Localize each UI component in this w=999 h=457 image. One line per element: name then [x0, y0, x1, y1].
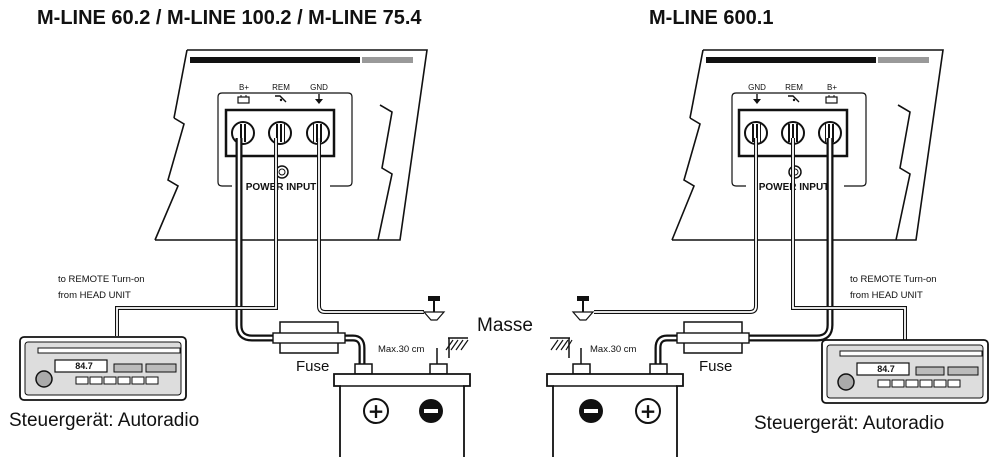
right-remote-note-line1: to REMOTE Turn-on — [850, 274, 937, 285]
left-remote-wire — [115, 138, 278, 336]
right-amplifier-body — [671, 49, 944, 241]
right-fuse-label: Fuse — [699, 358, 732, 375]
right-ground-screw-icon — [571, 296, 595, 321]
left-max-length-label: Max.30 cm — [378, 344, 425, 355]
right-head-unit-caption: Steuergerät: Autoradio — [754, 413, 944, 434]
right-battery-plus: + — [640, 399, 657, 423]
left-ground-screw-icon — [422, 296, 446, 321]
right-ground-wire — [571, 138, 758, 321]
right-remote-wire — [791, 138, 907, 340]
left-title: M-LINE 60.2 / M-LINE 100.2 / M-LINE 75.4 — [37, 7, 422, 29]
right-title: M-LINE 600.1 — [649, 7, 773, 29]
remote-switch-icon — [788, 95, 800, 103]
left-head-unit: 84.7 — [19, 336, 187, 401]
left-battery-plus: + — [368, 399, 385, 423]
right-power-input-panel: POWER INPUT GND REM B+ — [731, 83, 867, 193]
left-battery: + — [333, 363, 471, 457]
right-terminal-rem: REM — [785, 83, 803, 92]
right-radio-frequency: 84.7 — [877, 364, 895, 374]
left-terminal-rem: REM — [272, 83, 290, 92]
right-terminal-gnd: GND — [748, 83, 766, 92]
left-ground-wire — [317, 138, 446, 321]
left-terminal-b-plus: B+ — [239, 83, 249, 92]
right-battery-minus-icon — [584, 409, 598, 413]
right-terminal-b-plus: B+ — [827, 83, 837, 92]
left-head-unit-caption: Steuergerät: Autoradio — [9, 410, 199, 431]
chassis-ground-icon — [445, 337, 469, 358]
right-remote-note-line2: from HEAD UNIT — [850, 290, 923, 301]
battery-icon — [237, 95, 250, 104]
right-max-length-label: Max.30 cm — [590, 344, 637, 355]
left-power-input-label: POWER INPUT — [246, 182, 317, 193]
right-diagram: M-LINE 600.1 POWER INPUT GND REM B+ — [546, 7, 989, 457]
ground-label: Masse — [477, 315, 533, 336]
left-battery-minus-icon — [424, 409, 438, 413]
left-radio-frequency: 84.7 — [75, 361, 93, 371]
left-diagram: M-LINE 60.2 / M-LINE 100.2 / M-LINE 75.4… — [9, 7, 471, 457]
chassis-ground-icon — [550, 337, 573, 358]
ground-arrow-icon — [753, 94, 761, 104]
left-fuse-label: Fuse — [296, 358, 329, 375]
ground-arrow-icon — [315, 94, 323, 104]
right-fuse — [676, 321, 750, 354]
right-head-unit: 84.7 — [821, 339, 989, 404]
left-remote-note-line1: to REMOTE Turn-on — [58, 274, 145, 285]
left-fuse — [272, 321, 346, 354]
left-remote-note-line2: from HEAD UNIT — [58, 290, 131, 301]
right-battery: + — [546, 363, 684, 457]
left-terminal-gnd: GND — [310, 83, 328, 92]
remote-switch-icon — [275, 95, 287, 103]
battery-icon — [825, 95, 838, 104]
